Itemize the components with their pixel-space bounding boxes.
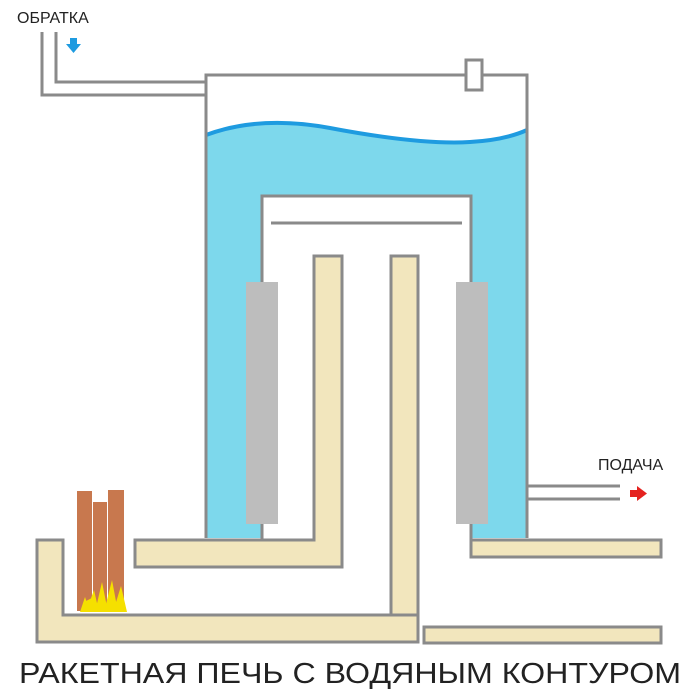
return-label: ОБРАТКА (17, 10, 89, 27)
arrow-down-icon (66, 38, 81, 53)
water-surface (205, 120, 528, 145)
heat-riser-right-wall (389, 254, 420, 617)
supply-pipe (527, 484, 620, 501)
pipe-fitting (464, 58, 484, 92)
flame-icon (80, 580, 127, 612)
tank-outline (204, 73, 529, 538)
insulation-bar-right (456, 282, 488, 524)
arrow-right-icon (630, 486, 647, 501)
inner-chamber-space (262, 196, 471, 540)
exhaust-slab-upper (469, 538, 663, 559)
heat-riser-left-wall (133, 254, 344, 569)
inner-chamber (260, 194, 473, 540)
firewood-icon (77, 490, 124, 611)
exhaust-slab-lower (422, 625, 663, 645)
return-pipe (40, 32, 484, 97)
diagram-title: РАКЕТНАЯ ПЕЧЬ С ВОДЯНЫМ КОНТУРОМ (19, 658, 681, 690)
supply-label: ПОДАЧА (598, 457, 664, 474)
firebox-bricks (35, 254, 663, 645)
insulation-bar-left (246, 282, 278, 524)
